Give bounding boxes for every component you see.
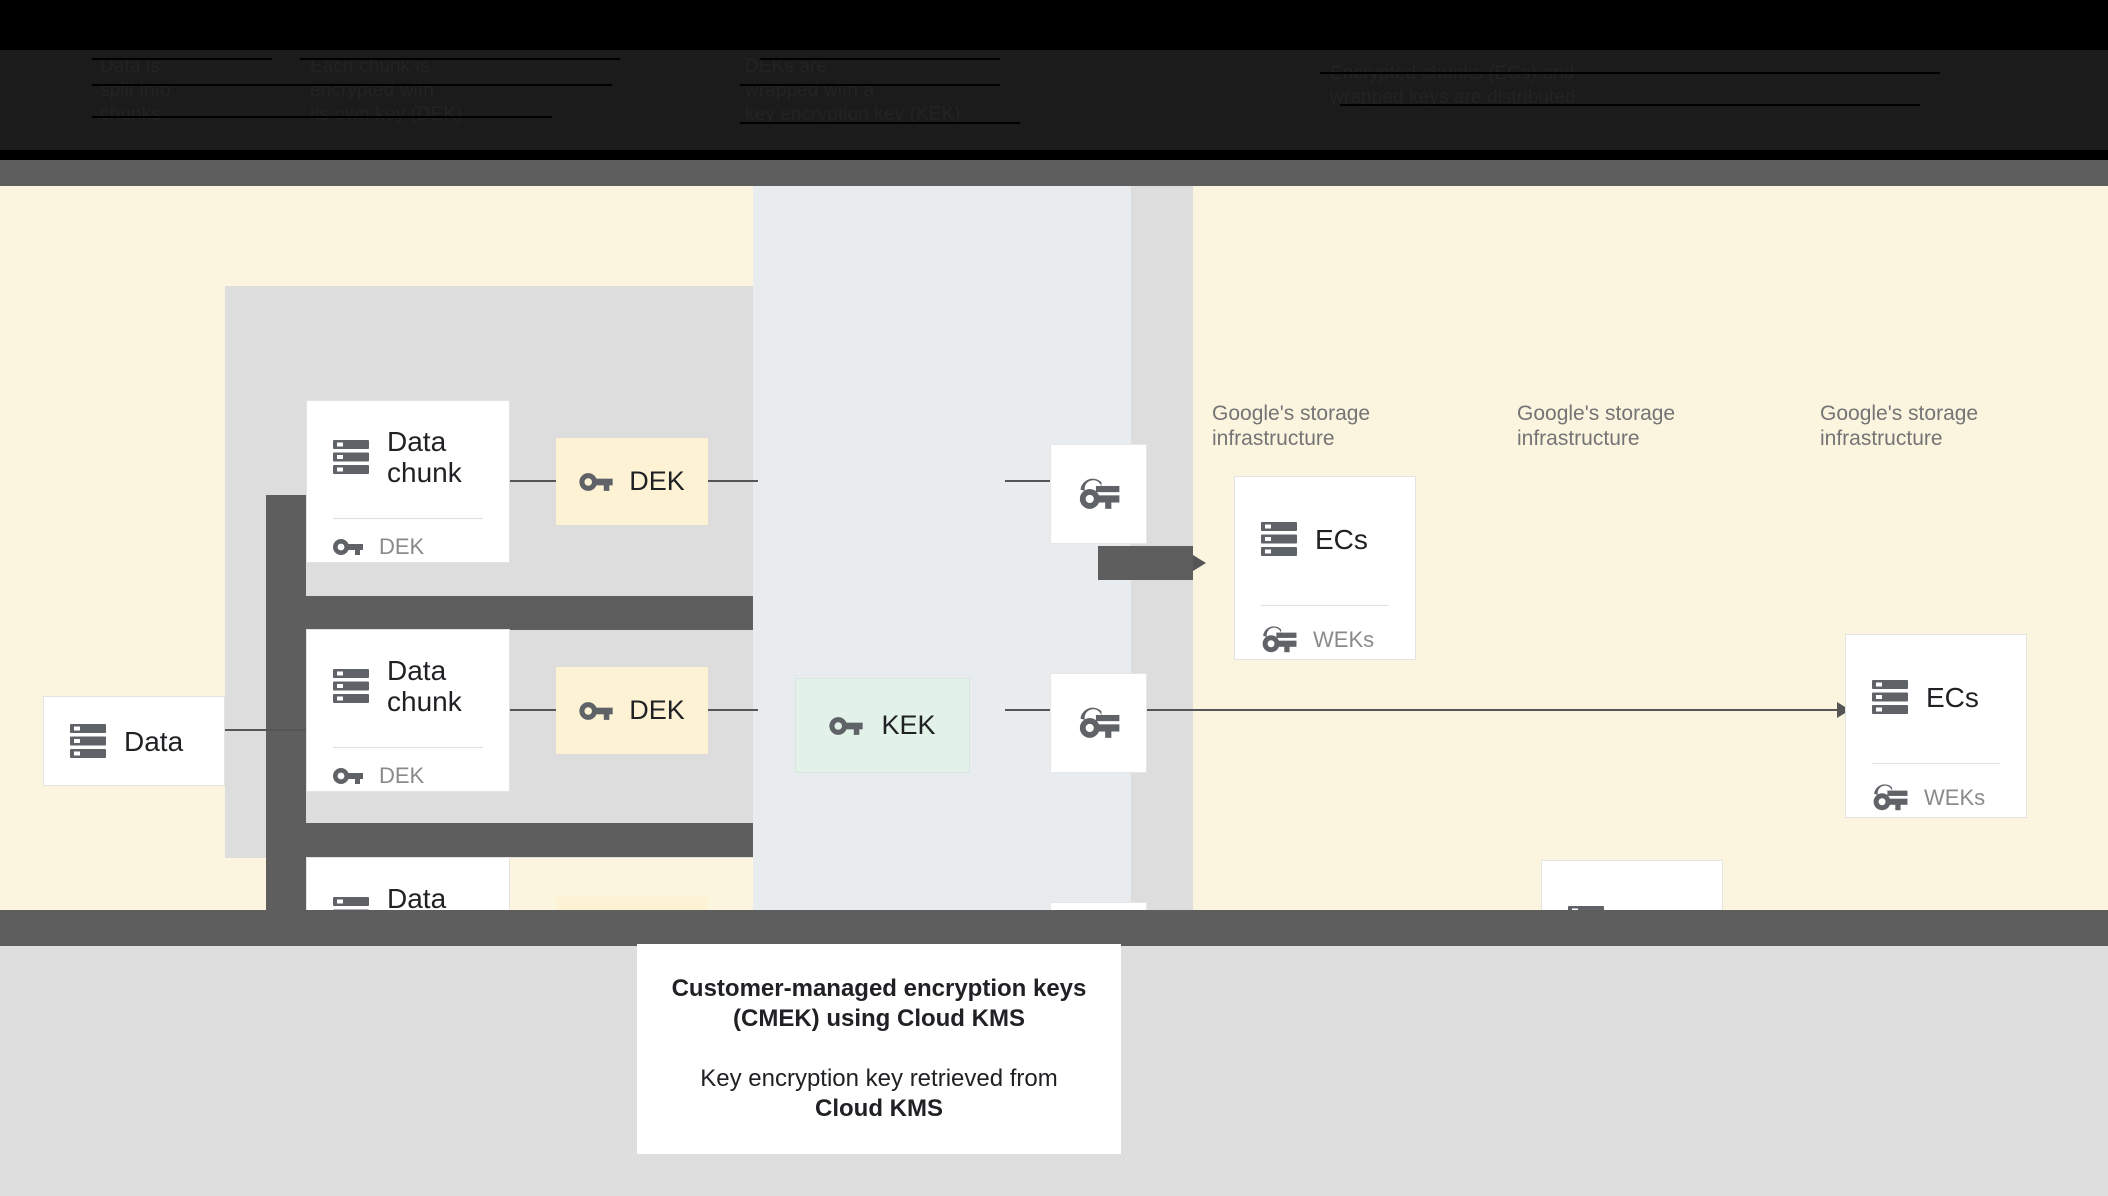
diagram-body: Data Data chunk xyxy=(0,186,2108,1044)
key-icon xyxy=(579,701,613,720)
banner-rule xyxy=(300,58,620,60)
caption-body: Key encryption key retrieved from Cloud … xyxy=(700,1064,1057,1124)
banner-rule xyxy=(1340,104,1920,106)
box-dek-label: DEK xyxy=(629,695,685,725)
banner-rule xyxy=(740,84,1000,86)
card-ecs[interactable]: ECs WEKs xyxy=(1845,634,2027,818)
overlay-bracket-arm-2 xyxy=(266,823,753,857)
divider-band-bottom xyxy=(0,910,2108,946)
label-google-storage-infrastructure: Google's storage infrastructure xyxy=(1212,402,1371,450)
storage-icon xyxy=(70,724,106,758)
connector-data-to-chunks xyxy=(225,729,307,731)
overlay-bar-to-ecs1 xyxy=(1098,546,1193,580)
overlay-bracket-vertical xyxy=(266,495,306,955)
card-divider xyxy=(333,747,483,748)
connector-chunk1-dek1 xyxy=(510,480,556,482)
caption-body-strong: Cloud KMS xyxy=(815,1095,943,1122)
card-ecs-main: ECs xyxy=(1235,477,1415,601)
wrapped-key-icon xyxy=(1262,626,1297,653)
banner-column-3: DEKs are wrapped with a key encryption k… xyxy=(745,56,961,125)
banner-column-4: Encrypted chunks (ECs) and wrapped keys … xyxy=(1330,63,1576,108)
card-divider xyxy=(1261,605,1389,606)
box-dek-label: DEK xyxy=(629,466,685,496)
storage-icon xyxy=(333,669,369,703)
card-chunk-footer: DEK xyxy=(333,763,424,789)
box-kek-label: KEK xyxy=(881,710,936,740)
banner-column-2: Each chunk is encrypted with its own key… xyxy=(310,56,463,125)
banner-rule xyxy=(740,122,1020,124)
banner-rule xyxy=(760,58,1000,60)
banner-strip xyxy=(0,50,2108,150)
key-icon xyxy=(333,539,363,555)
box-wrapped-key[interactable] xyxy=(1050,444,1147,544)
key-icon xyxy=(333,768,363,784)
card-ecs-title: ECs xyxy=(1926,681,1979,713)
overlay-bracket-arm-1 xyxy=(266,596,753,630)
card-chunk-main: Data chunk xyxy=(307,401,509,513)
card-ecs-main: ECs xyxy=(1846,635,2026,759)
key-icon xyxy=(829,716,864,735)
storage-icon xyxy=(1261,522,1297,556)
card-chunk-main: Data chunk xyxy=(307,630,509,742)
card-data-title: Data xyxy=(124,725,184,757)
connector-to-wkey1 xyxy=(1005,480,1051,482)
connector-wkey2-ecs2 xyxy=(1147,709,1837,711)
label-google-storage-infrastructure: Google's storage infrastructure xyxy=(1820,402,1979,450)
card-data-chunk[interactable]: Data chunk DEK xyxy=(306,629,510,792)
card-chunk-title: Data chunk xyxy=(387,426,462,488)
card-ecs-footer: WEKs xyxy=(1872,783,1985,812)
card-chunk-footer-label: DEK xyxy=(379,763,425,788)
connector-chunk2-dek2 xyxy=(510,709,556,711)
key-icon xyxy=(579,472,613,491)
banner-rule xyxy=(92,84,612,86)
divider-band-top xyxy=(0,160,2108,186)
top-banner: Data is split into chunks Each chunk is … xyxy=(0,0,2108,160)
box-wrapped-key[interactable] xyxy=(1050,673,1147,773)
card-chunk-footer: DEK xyxy=(333,534,424,560)
wrapped-key-icon xyxy=(1873,784,1908,811)
connector-dek2-right xyxy=(708,709,758,711)
label-google-storage-infrastructure: Google's storage infrastructure xyxy=(1517,402,1676,450)
card-data-chunk[interactable]: Data chunk DEK xyxy=(306,400,510,563)
card-data[interactable]: Data xyxy=(43,696,225,786)
card-divider xyxy=(1872,763,2000,764)
card-chunk-title: Data chunk xyxy=(387,655,462,717)
storage-icon xyxy=(1872,680,1908,714)
box-kek[interactable]: KEK xyxy=(795,678,970,773)
card-divider xyxy=(333,518,483,519)
wrapped-key-icon xyxy=(1079,707,1119,738)
box-dek[interactable]: DEK xyxy=(556,667,708,754)
connector-dek1-right xyxy=(708,480,758,482)
box-dek[interactable]: DEK xyxy=(556,438,708,525)
card-ecs-footer-label: WEKs xyxy=(1924,784,1986,810)
card-data-main: Data xyxy=(44,697,224,785)
connector-to-wkey2 xyxy=(1005,709,1051,711)
storage-icon xyxy=(333,440,369,474)
card-ecs-footer-label: WEKs xyxy=(1313,626,1375,652)
banner-rule xyxy=(92,116,552,118)
card-ecs-title: ECs xyxy=(1315,523,1368,555)
caption-box: Customer-managed encryption keys (CMEK) … xyxy=(637,944,1121,1154)
card-chunk-footer-label: DEK xyxy=(379,534,425,559)
caption-body-normal: Key encryption key retrieved from xyxy=(700,1065,1058,1092)
card-ecs-footer: WEKs xyxy=(1261,625,1374,654)
wrapped-key-icon xyxy=(1079,478,1119,509)
arrowhead-ecs1 xyxy=(1193,555,1206,571)
banner-rule xyxy=(92,58,272,60)
banner-rule xyxy=(1320,72,1940,74)
card-ecs[interactable]: ECs WEKs xyxy=(1234,476,1416,660)
caption-title: Customer-managed encryption keys (CMEK) … xyxy=(671,975,1087,1032)
